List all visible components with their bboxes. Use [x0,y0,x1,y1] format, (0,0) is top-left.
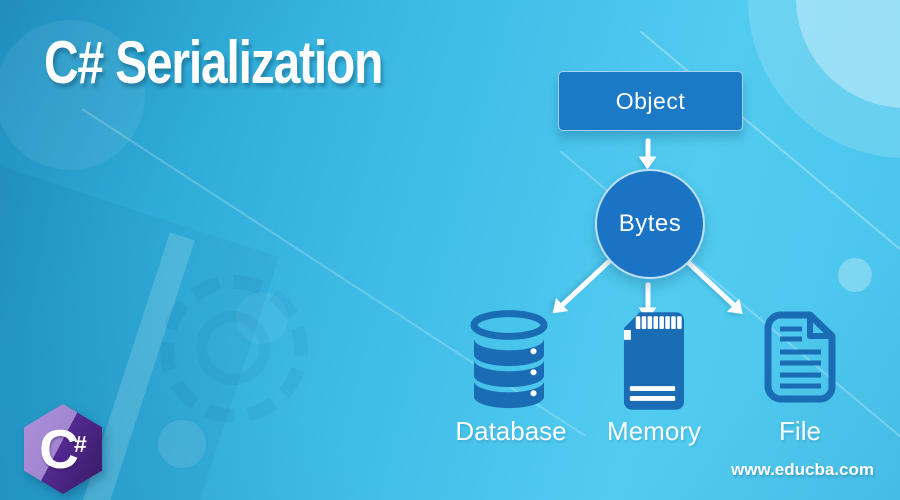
file-document-icon [764,311,836,408]
arrow-object-to-bytes [645,138,651,158]
csharp-logo-letter: C [39,418,79,480]
object-node-label: Object [615,87,686,114]
bokeh-circle-decoration [158,420,206,468]
small-dot-decoration [838,258,872,292]
bytes-node-label: Bytes [618,210,682,237]
memory-card-icon [621,312,684,415]
bytes-node: Bytes [595,169,705,279]
database-label: Database [455,416,567,446]
gear-decoration-icon [160,275,308,423]
database-icon [467,310,551,415]
website-watermark: www.educba.com [731,460,874,479]
gear-core-decoration [196,311,270,385]
file-label: File [779,416,821,446]
csharp-logo-icon: C # [24,404,102,494]
memory-label: Memory [607,416,701,446]
bokeh-circle-decoration [0,20,145,170]
page-title: C# Serialization [44,29,383,96]
arrow-bytes-to-memory [645,282,651,309]
object-node: Object [558,71,743,131]
csharp-logo-hash: # [74,431,87,457]
